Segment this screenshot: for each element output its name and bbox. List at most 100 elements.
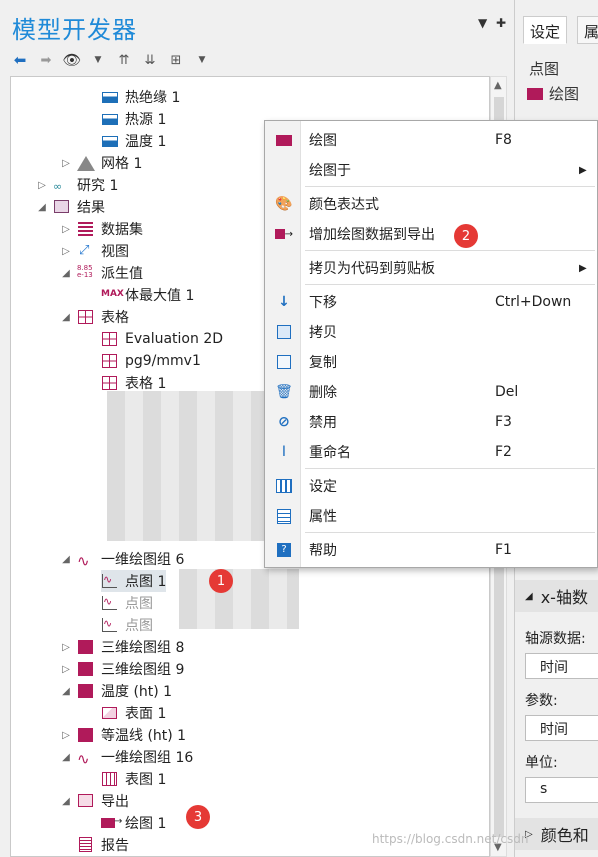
tree-node[interactable]: →绘图 1 (101, 812, 166, 834)
tree-node[interactable]: ▷数据集 (59, 218, 143, 240)
unit-select[interactable]: s (525, 777, 598, 803)
scroll-up-icon[interactable]: ▲ (494, 80, 502, 91)
collapse-icon[interactable]: ◢ (62, 795, 70, 807)
menu-item[interactable]: 拷贝 (265, 317, 598, 347)
expand-icon[interactable]: ▷ (62, 245, 70, 257)
tree-node-label: 温度 1 (125, 134, 167, 150)
tree-node[interactable]: ◢ 结果 (35, 196, 105, 218)
collapse-icon[interactable]: ◢ (62, 311, 70, 323)
menu-item[interactable]: 属性 (265, 501, 598, 531)
menu-separator (305, 532, 595, 533)
panel-title: 模型开发器 (12, 16, 137, 44)
parameter-select[interactable]: 时间 (525, 715, 598, 741)
color-section-header[interactable]: ▷ 颜色和 (515, 818, 598, 850)
tree-options-icon[interactable]: ⊞ (170, 52, 182, 68)
disable-icon: ⊘ (278, 414, 290, 430)
tree-node[interactable]: ▷三维绘图组 9 (59, 658, 184, 680)
menu-separator (305, 250, 595, 251)
options-dropdown-icon[interactable]: ▼ (198, 55, 206, 65)
watermark: https://blog.csdn.net/csdn (372, 832, 529, 846)
tree-node[interactable]: ◢表格 (59, 306, 129, 328)
field-label: 轴源数据: (525, 631, 586, 647)
tree-node-label: 视图 (101, 244, 129, 260)
pin-icon[interactable]: ✚ (496, 16, 507, 30)
section-title: 颜色和 (540, 826, 589, 845)
collapse-all-icon[interactable]: ⇈ (118, 52, 130, 68)
collapse-icon[interactable]: ◢ (62, 553, 70, 565)
expand-icon[interactable]: ▷ (62, 157, 70, 169)
expand-icon[interactable]: ▷ (62, 641, 70, 653)
menu-item[interactable]: 复制 (265, 347, 598, 377)
tree-node[interactable]: 报告 (77, 834, 129, 856)
table-icon (101, 375, 119, 391)
scroll-down-icon[interactable]: ▼ (494, 842, 502, 853)
tree-node[interactable]: 表面 1 (101, 702, 166, 724)
show-icon[interactable]: 👁 (62, 51, 82, 69)
menu-item[interactable]: 设定 (265, 471, 598, 501)
tree-node[interactable]: ▷⤢视图 (59, 240, 129, 262)
menu-item-label: 属性 (309, 509, 337, 525)
tree-node-label: 结果 (77, 200, 105, 216)
study-icon: ∞ (53, 180, 63, 193)
expand-icon[interactable]: ▷ (62, 729, 70, 741)
tree-toolbar: ⬅ ➡ 👁 ▼ ⇈ ⇊ ⊞ ▼ (10, 50, 212, 70)
duplicate-icon (275, 354, 293, 370)
collapse-icon[interactable]: ◢ (38, 201, 46, 213)
tree-node[interactable]: ◢∿一维绘图组 6 (59, 548, 184, 570)
tree-node[interactable]: ∿点图 1 (101, 570, 167, 592)
plot3d-icon (77, 661, 95, 677)
expand-icon[interactable]: ▷ (62, 663, 70, 675)
expand-icon[interactable]: ▷ (38, 179, 46, 191)
collapse-icon[interactable]: ◢ (62, 685, 70, 697)
tree-node[interactable]: 热源 1 (101, 108, 166, 130)
tree-node[interactable]: ▷∞研究 1 (35, 174, 118, 196)
tree-node[interactable]: ▷ 网格 1 (59, 152, 142, 174)
menu-item[interactable]: →增加绘图数据到导出 (265, 219, 598, 249)
tree-node[interactable]: ∿点图 (101, 614, 153, 636)
tree-node[interactable]: 表图 1 (101, 768, 166, 790)
forward-arrow-icon[interactable]: ➡ (40, 52, 52, 68)
tree-node[interactable]: ◢∿一维绘图组 16 (59, 746, 193, 768)
dataset-icon (77, 221, 95, 237)
tree-node[interactable]: 温度 1 (101, 130, 166, 152)
tab-properties[interactable]: 属 (577, 16, 598, 44)
menu-item-shortcut: F8 (495, 132, 512, 148)
menu-separator (305, 186, 595, 187)
collapse-icon[interactable]: ◢ (62, 267, 70, 279)
tree-node[interactable]: 热绝缘 1 (101, 86, 180, 108)
expand-all-icon[interactable]: ⇊ (144, 52, 156, 68)
show-dropdown-icon[interactable]: ▼ (94, 55, 102, 65)
tab-settings[interactable]: 设定 (523, 16, 568, 44)
tree-node-label: 网格 1 (101, 156, 143, 172)
menu-item[interactable]: 绘图于▶ (265, 155, 598, 185)
menu-item[interactable]: 绘图 F8 (265, 125, 598, 155)
tree-node-label: Evaluation 2D (125, 331, 224, 347)
tree-node[interactable]: ▷三维绘图组 8 (59, 636, 184, 658)
tree-node-label: 表面 1 (125, 706, 167, 722)
panel-menu-icon[interactable]: ▼ (478, 16, 488, 30)
tree-node[interactable]: Evaluation 2D (101, 328, 223, 350)
back-arrow-icon[interactable]: ⬅ (13, 51, 27, 69)
plot-icon (527, 87, 543, 100)
expand-icon[interactable]: ▷ (62, 223, 70, 235)
expand-icon: ▷ (525, 828, 533, 840)
menu-item-label: 绘图 (309, 133, 337, 149)
tree-node[interactable]: ◢温度 (ht) 1 (59, 680, 172, 702)
menu-item[interactable]: 拷贝为代码到剪贴板▶ (265, 253, 598, 283)
menu-item[interactable]: 🎨颜色表达式 (265, 189, 598, 219)
tree-node[interactable]: ∿点图 (101, 592, 153, 614)
tree-node[interactable]: ▷等温线 (ht) 1 (59, 724, 186, 746)
collapse-icon[interactable]: ◢ (62, 751, 70, 763)
axis-source-select[interactable]: 时间 (525, 653, 598, 679)
tree-node[interactable]: pg9/mmv1 (101, 350, 201, 372)
tree-node[interactable]: ◢导出 (59, 790, 129, 812)
x-axis-section-header[interactable]: ◢ x-轴数 (515, 580, 598, 612)
tree-node[interactable]: 表格 1 (101, 372, 166, 394)
